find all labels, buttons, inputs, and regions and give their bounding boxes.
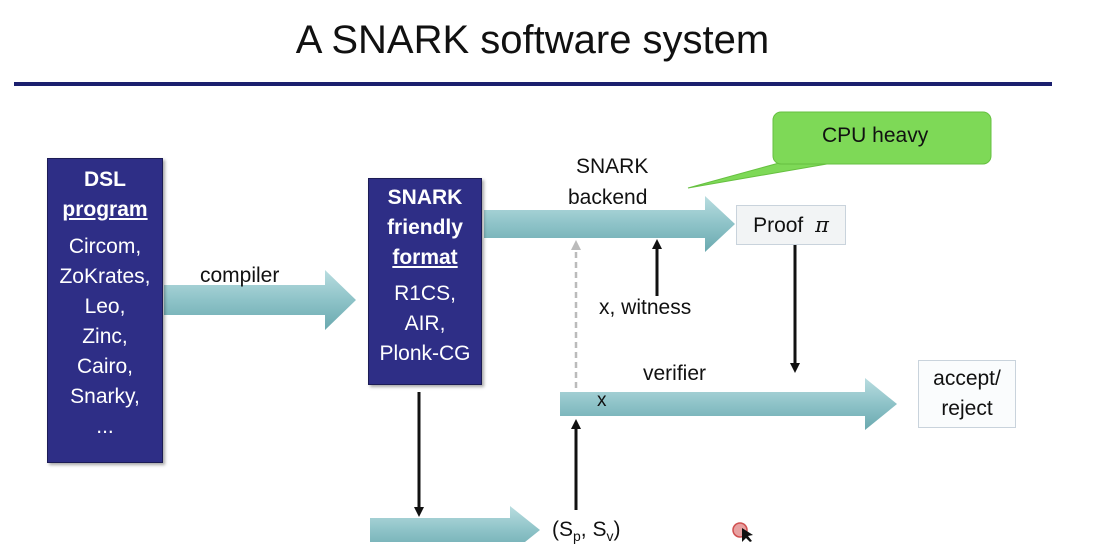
dsl-item: Zinc,	[82, 325, 128, 348]
format-line2: friendly	[387, 216, 463, 239]
witness-label: x, witness	[599, 296, 692, 319]
params-sub-v: v	[606, 528, 614, 544]
compiler-label: compiler	[200, 264, 280, 287]
backend-arrow	[484, 196, 735, 252]
params-sep: , S	[580, 518, 607, 541]
format-item: R1CS,	[394, 282, 456, 305]
title-divider	[14, 82, 1052, 86]
dsl-item: Cairo,	[76, 355, 134, 378]
callout-bubble	[772, 111, 992, 165]
params-label: (Sp, Sv)	[552, 518, 620, 544]
setup-arrow	[370, 506, 540, 542]
verifier-label: verifier	[643, 362, 707, 385]
dsl-heading: DSL	[84, 168, 126, 191]
dsl-item: ZoKrates,	[59, 265, 151, 288]
x-label: x	[597, 390, 607, 411]
verifier-arrow	[560, 378, 897, 430]
result-line2: reject	[941, 397, 993, 420]
params-sub-p: p	[573, 528, 581, 544]
params-open: (S	[552, 518, 573, 541]
dsl-item: ...	[96, 415, 114, 438]
compiler-arrow	[164, 270, 356, 330]
format-line1: SNARK	[387, 186, 463, 209]
format-item: Plonk-CG	[379, 342, 471, 365]
slide-title: A SNARK software system	[295, 18, 770, 62]
dsl-program-box: DSL program Circom, ZoKrates, Leo, Zinc,…	[47, 158, 163, 463]
pi-symbol: π	[815, 213, 829, 237]
dsl-subheading: program	[62, 198, 148, 221]
callout-text: CPU heavy	[822, 124, 929, 147]
cursor-pointer-icon	[742, 528, 753, 542]
dsl-item: Circom,	[68, 235, 142, 258]
snark-format-box: SNARK friendly format R1CS, AIR, Plonk-C…	[368, 178, 482, 385]
accept-reject-box: accept/ reject	[918, 360, 1016, 428]
format-line3: format	[392, 246, 458, 269]
proof-box: Proof π	[736, 205, 846, 245]
params-close: )	[613, 518, 621, 541]
format-item: AIR,	[404, 312, 446, 335]
proof-text: Proof	[753, 214, 804, 237]
backend-label-line2: backend	[568, 186, 648, 209]
result-line1: accept/	[933, 367, 1001, 390]
dsl-item: Leo,	[84, 295, 126, 318]
dsl-item: Snarky,	[70, 385, 140, 408]
backend-label-line1: SNARK	[576, 155, 649, 178]
